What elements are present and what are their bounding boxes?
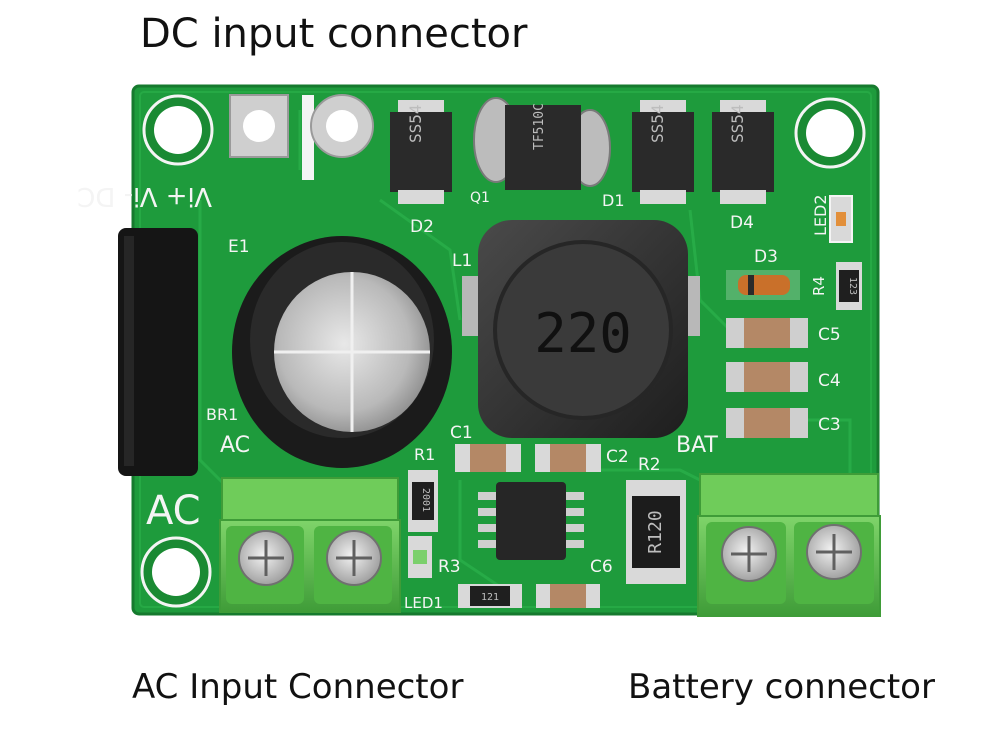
silk-q1: Q1 [470, 190, 490, 206]
mounting-hole-top-left [142, 94, 214, 166]
silk-c3: C3 [818, 415, 841, 435]
capacitor-c2 [535, 444, 601, 472]
silk-c2: C2 [606, 447, 629, 467]
silk-e1: E1 [228, 237, 250, 257]
silk-d2: D2 [410, 217, 434, 237]
silk-l1: L1 [452, 251, 472, 271]
capacitor-c4 [726, 362, 808, 392]
pcb-traces [198, 110, 852, 602]
svg-text:121: 121 [481, 592, 499, 603]
ac-terminal-block [219, 477, 401, 613]
silk-r1: R1 [414, 445, 435, 464]
silk-bat: BAT [676, 433, 718, 458]
mosfet-q1: TF510C [473, 97, 611, 190]
ic-soic8 [478, 482, 584, 560]
silk-d3: D3 [754, 247, 778, 267]
battery-connector-caption: Battery connector [628, 667, 935, 707]
resistor-r4: 123 [836, 262, 862, 310]
capacitor-c3 [726, 408, 808, 438]
capacitor-bottom [536, 584, 600, 608]
silk-br1: BR1 [206, 405, 238, 424]
inductor-l1: 220 [462, 220, 700, 438]
svg-text:TF510C: TF510C [532, 103, 547, 150]
silk-r3: R3 [438, 557, 461, 577]
silk-dc-header: Vi+ Vi- DC [77, 181, 212, 211]
silk-ac-small: AC [220, 433, 250, 458]
silk-c4: C4 [818, 371, 841, 391]
dc-input-pads [229, 94, 374, 180]
silk-led1: LED1 [404, 594, 443, 612]
svg-text:SS54: SS54 [648, 104, 667, 143]
silk-c6: C6 [590, 557, 613, 577]
svg-text:SS54: SS54 [406, 104, 425, 143]
bridge-rectifier-br1 [118, 228, 198, 476]
diode-d1: SS54 [632, 100, 694, 204]
svg-text:2001: 2001 [420, 488, 431, 512]
mounting-hole-bottom-left [140, 536, 212, 608]
resistor-bottom: 121 [458, 584, 522, 608]
silk-led2: LED2 [811, 194, 830, 236]
svg-text:R120: R120 [645, 510, 666, 553]
capacitor-c5 [726, 318, 808, 348]
diode-d2: SS54 [390, 100, 452, 204]
silk-c1: C1 [450, 423, 473, 443]
silk-r4: R4 [810, 276, 828, 296]
dc-input-connector-caption: DC input connector [140, 11, 528, 57]
silk-d1: D1 [602, 191, 625, 210]
silk-r2: R2 [638, 455, 661, 475]
led2-component [829, 195, 853, 243]
ac-input-connector-caption: AC Input Connector [132, 667, 464, 707]
diode-d4: SS54 [712, 100, 774, 204]
silk-c5: C5 [818, 325, 841, 345]
electrolytic-capacitor-e1 [232, 236, 452, 468]
svg-text:123: 123 [847, 277, 858, 295]
resistor-r1: 2001 [408, 470, 438, 532]
silk-d4: D4 [730, 213, 754, 233]
battery-terminal-block [697, 473, 881, 617]
capacitor-c1 [455, 444, 521, 472]
diode-d3 [726, 270, 800, 300]
svg-text:SS54: SS54 [728, 104, 747, 143]
silk-ac-large: AC [146, 488, 201, 534]
svg-text:220: 220 [534, 302, 632, 365]
led1-component [408, 536, 432, 578]
resistor-r2: R120 [626, 480, 686, 584]
mounting-hole-top-right [794, 97, 866, 169]
